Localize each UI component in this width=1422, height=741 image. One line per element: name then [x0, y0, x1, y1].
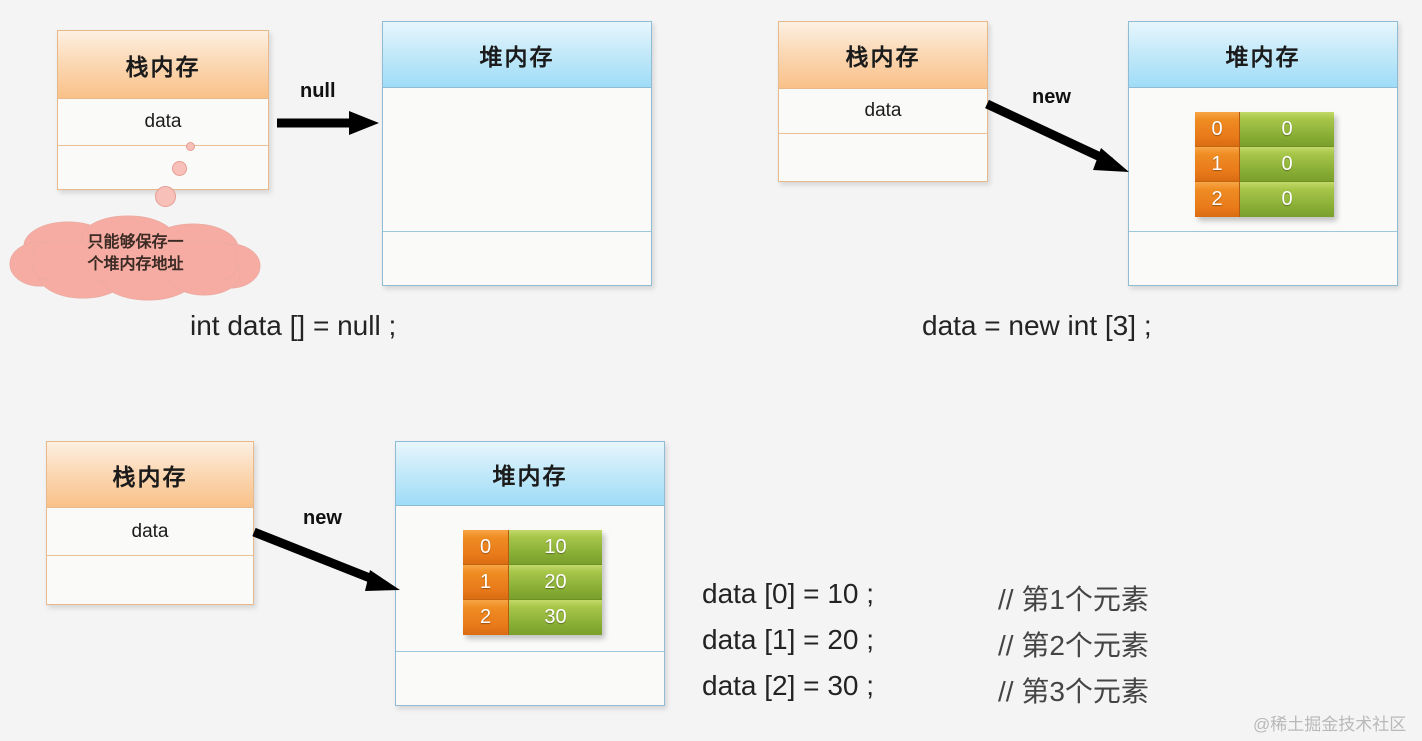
stack-memory-title: 栈内存	[779, 22, 987, 89]
stack-variable-row: data	[47, 508, 253, 556]
callout-bubble-large	[155, 186, 176, 207]
arrow-label-new: new	[1032, 86, 1071, 108]
stack-memory-box-top-left: 栈内存 data	[57, 30, 269, 190]
heap-body-area	[383, 88, 651, 232]
array-value-cell: 0	[1240, 182, 1334, 217]
array-index-cell: 2	[463, 600, 509, 635]
cloud-callout: 只能够保存一 个堆内存地址	[8, 212, 263, 302]
cloud-shape-icon	[9, 215, 261, 301]
array-value-cell: 30	[509, 600, 602, 635]
arrow-new-to-heap-bottom	[252, 527, 400, 591]
heap-footer-area	[1129, 232, 1397, 285]
array-index-cell: 0	[463, 530, 509, 565]
heap-footer-area	[396, 652, 664, 705]
array-row: 0 10	[463, 530, 602, 565]
array-value-cell: 0	[1240, 112, 1334, 147]
caption-top-right: data = new int [3] ;	[922, 310, 1152, 341]
heap-footer-area	[383, 232, 651, 285]
array-value-cell: 0	[1240, 147, 1334, 182]
stack-empty-row	[779, 134, 987, 181]
arrow-new-to-heap-top	[985, 99, 1129, 172]
arrow-null-to-heap	[277, 111, 379, 135]
stack-memory-box-bottom: 栈内存 data	[46, 441, 254, 605]
array-table-top-right: 0 0 1 0 2 0	[1195, 112, 1334, 217]
array-index-cell: 2	[1195, 182, 1240, 217]
array-index-cell: 0	[1195, 112, 1240, 147]
array-index-cell: 1	[463, 565, 509, 600]
code-statement: data [1] = 20 ;	[702, 624, 875, 655]
cloud-callout-text: 只能够保存一 个堆内存地址	[87, 234, 184, 273]
heap-memory-title: 堆内存	[396, 442, 664, 506]
stack-variable-row: data	[58, 99, 268, 146]
array-table-bottom: 0 10 1 20 2 30	[463, 530, 602, 635]
array-value-cell: 20	[509, 565, 602, 600]
array-value-cell: 10	[509, 530, 602, 565]
array-row: 1 20	[463, 565, 602, 600]
arrow-label-new: new	[303, 507, 342, 529]
array-row: 1 0	[1195, 147, 1334, 182]
code-statement: data [2] = 30 ;	[702, 670, 875, 701]
code-comment: // 第1个元素	[998, 584, 1149, 615]
code-statement: data [0] = 10 ;	[702, 578, 875, 609]
code-comment: // 第3个元素	[998, 676, 1149, 707]
heap-memory-box-top-left: 堆内存	[382, 21, 652, 286]
stack-empty-row	[58, 146, 268, 189]
stack-empty-row	[47, 556, 253, 604]
stack-memory-title: 栈内存	[58, 31, 268, 99]
array-index-cell: 1	[1195, 147, 1240, 182]
heap-memory-title: 堆内存	[1129, 22, 1397, 88]
code-comment: // 第2个元素	[998, 630, 1149, 661]
array-row: 2 0	[1195, 182, 1334, 217]
stack-variable-row: data	[779, 89, 987, 134]
array-row: 2 30	[463, 600, 602, 635]
heap-memory-title: 堆内存	[383, 22, 651, 88]
arrow-label-null: null	[300, 80, 336, 102]
caption-top-left: int data [] = null ;	[190, 310, 397, 341]
callout-bubble-small	[186, 142, 195, 151]
stack-memory-title: 栈内存	[47, 442, 253, 508]
stack-memory-box-top-right: 栈内存 data	[778, 21, 988, 182]
array-row: 0 0	[1195, 112, 1334, 147]
watermark: @稀土掘金技术社区	[1253, 715, 1407, 734]
callout-bubble-medium	[172, 161, 187, 176]
